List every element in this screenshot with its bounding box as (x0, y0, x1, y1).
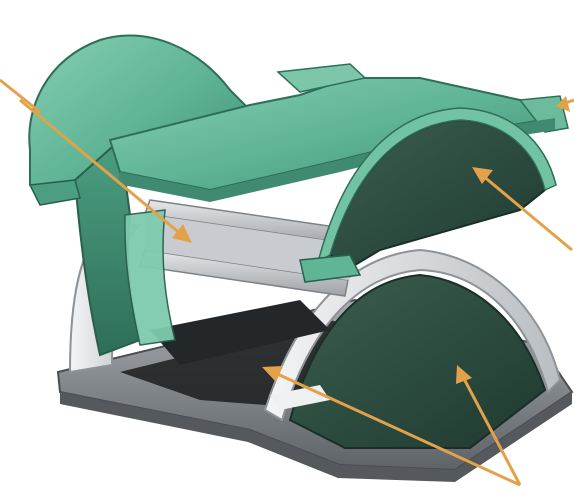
callout-arrow-far-left (0, 80, 40, 112)
